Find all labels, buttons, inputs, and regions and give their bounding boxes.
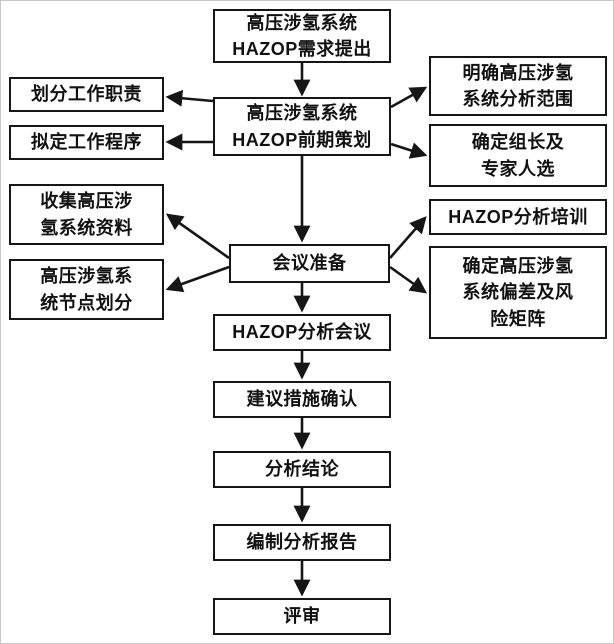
flow-box-hazop-training: HAZOP分析培训 (429, 199, 607, 235)
flow-box-work-procedure: 拟定工作程序 (9, 125, 164, 160)
flow-box-leader-and-experts: 确定组长及 专家人选 (429, 124, 607, 187)
flow-box-analysis-scope: 明确高压涉氢 系统分析范围 (429, 56, 607, 116)
flow-box-hazop-analysis-meeting: HAZOP分析会议 (213, 314, 391, 351)
flow-box-collect-materials: 收集高压涉 氢系统资料 (9, 184, 164, 245)
flow-box-hazop-requirement: 高压涉氢系统 HAZOP需求提出 (213, 9, 391, 63)
flow-box-hazop-planning: 高压涉氢系统 HAZOP前期策划 (213, 97, 391, 156)
flow-box-deviation-risk-matrix: 确定高压涉氢 系统偏差及风 险矩阵 (429, 246, 607, 339)
flow-box-divide-duties: 划分工作职责 (9, 77, 164, 112)
flow-box-node-division: 高压涉氢系 统节点划分 (9, 259, 164, 320)
flow-box-measures-confirmation: 建议措施确认 (213, 381, 391, 418)
flow-box-compile-report: 编制分析报告 (213, 524, 391, 561)
flow-box-analysis-conclusion: 分析结论 (213, 451, 391, 488)
flow-box-meeting-preparation: 会议准备 (229, 244, 390, 283)
flow-box-review: 评审 (213, 598, 391, 635)
